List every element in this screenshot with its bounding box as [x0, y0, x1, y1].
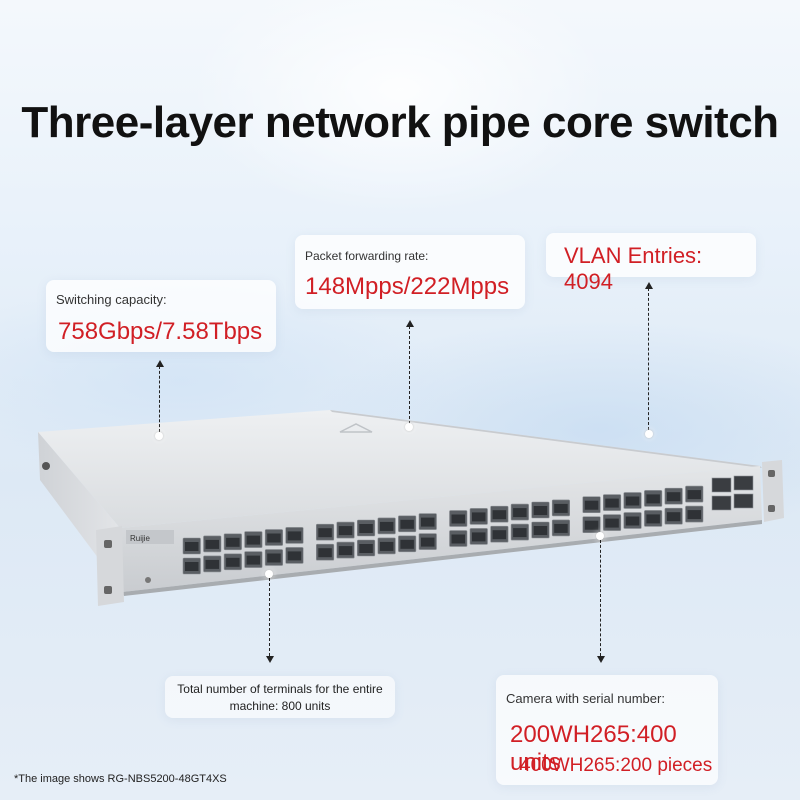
rj45-port-socket [625, 496, 640, 506]
rj45-port-socket [687, 490, 701, 500]
rj45-port-socket [359, 544, 373, 553]
rj45-port-socket [226, 537, 240, 547]
rj45-port-socket [533, 526, 548, 535]
rj45-port-socket [554, 523, 568, 533]
rj45-port-socket [400, 539, 414, 549]
rj45-port-socket [666, 492, 681, 502]
rj45-port-socket [246, 555, 261, 565]
hotspot-dot [596, 532, 604, 540]
sfp-port [733, 475, 754, 491]
rj45-port-socket [625, 516, 640, 526]
rj45-port-socket [451, 514, 465, 524]
sfp-port-block [711, 475, 754, 511]
rj45-port-socket [554, 503, 568, 513]
camera-card: Camera with serial number: 200WH265:400 … [496, 675, 718, 785]
rj45-port-socket [379, 521, 394, 531]
hotspot-dot [155, 432, 163, 440]
hotspot-dot [645, 430, 653, 438]
rj45-port-socket [533, 506, 548, 515]
rj45-port-socket [451, 534, 465, 544]
rj45-port-socket [267, 533, 281, 543]
rj45-port-socket [584, 520, 599, 530]
rj45-port-socket [584, 500, 599, 510]
rj45-port-socket [492, 530, 507, 540]
footnote: *The image shows RG-NBS5200-48GT4XS [14, 773, 227, 785]
rj45-port-socket [267, 553, 281, 563]
rj45-port-socket [338, 546, 353, 556]
arrow-up-icon [406, 320, 414, 327]
connector-line [600, 540, 601, 656]
vlan-entries-value: VLAN Entries: 4094 [564, 243, 703, 294]
vlan-entries-card: VLAN Entries: 4094 [546, 233, 756, 294]
rj45-port-socket [287, 551, 302, 561]
hotspot-dot [265, 570, 273, 578]
rj45-port-socket [421, 517, 435, 527]
connector-line [159, 366, 160, 432]
page-title: Three-layer network pipe core switch [21, 98, 779, 147]
rack-ear-left [96, 526, 124, 606]
terminals-label: Total number of terminals for the entire… [177, 682, 383, 713]
switching-capacity-card: Switching capacity: 758Gbps/7.58Tbps [46, 280, 276, 352]
rj45-port-socket [666, 512, 681, 522]
rj45-port-socket [513, 508, 527, 518]
terminals-card: Total number of terminals for the entire… [165, 676, 395, 718]
rj45-port-grid [182, 485, 704, 575]
rack-ear-right [762, 460, 784, 522]
connector-line [648, 288, 649, 430]
rj45-port-socket [185, 542, 199, 551]
rj45-port-socket [492, 510, 507, 520]
rj45-port-socket [687, 510, 701, 520]
sfp-port [711, 477, 732, 493]
rj45-port-socket [359, 524, 373, 533]
rj45-port-socket [318, 548, 332, 558]
packet-forwarding-label: Packet forwarding rate: [305, 249, 429, 263]
svg-text:Ruijie: Ruijie [130, 534, 151, 543]
rj45-port-socket [605, 518, 619, 528]
rj45-port-socket [205, 539, 219, 549]
camera-label: Camera with serial number: [506, 691, 665, 706]
rj45-port-socket [205, 559, 219, 569]
rj45-port-socket [226, 557, 240, 567]
switching-capacity-value: 758Gbps/7.58Tbps [58, 318, 263, 345]
sfp-port [733, 493, 754, 509]
rj45-port-socket [421, 537, 435, 547]
rj45-port-socket [400, 519, 414, 529]
rj45-port-socket [513, 528, 527, 538]
camera-value-400wh: 400WH265:200 pieces [520, 755, 713, 776]
arrow-down-icon [597, 656, 605, 663]
rj45-port-socket [605, 498, 619, 508]
rj45-port-socket [472, 532, 486, 542]
switching-capacity-label: Switching capacity: [56, 292, 167, 307]
camera-value-200wh: 200WH265:400 units [510, 721, 677, 776]
rj45-port-socket [379, 541, 394, 551]
sfp-port [711, 495, 732, 511]
arrow-up-icon [645, 282, 653, 289]
hotspot-dot [405, 423, 413, 431]
rj45-port-socket [318, 528, 332, 538]
rj45-port-socket [472, 512, 486, 522]
rj45-port-socket [185, 562, 199, 571]
rj45-port-socket [338, 526, 353, 536]
packet-forwarding-value: 148Mpps/222Mpps [305, 273, 510, 300]
arrow-down-icon [266, 656, 274, 663]
rj45-port-socket [246, 535, 261, 545]
rj45-port-socket [646, 514, 660, 524]
arrow-up-icon [156, 360, 164, 367]
connector-line [269, 578, 270, 656]
rj45-port-socket [646, 494, 660, 504]
switch-top-panel [38, 410, 760, 528]
packet-forwarding-card: Packet forwarding rate: 148Mpps/222Mpps [295, 235, 525, 309]
rj45-port-socket [287, 531, 302, 541]
connector-line [409, 326, 410, 424]
